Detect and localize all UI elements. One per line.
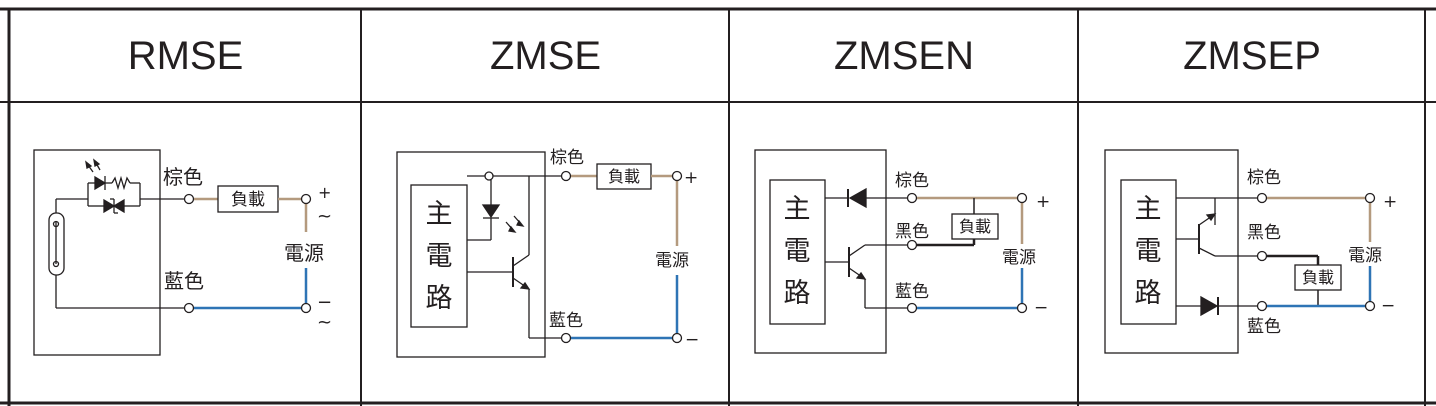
zmsen-main-char-1: 主 [784,194,811,225]
rmse-blue-label: 藍色 [164,269,204,293]
zmse-main-char-3: 路 [426,283,453,314]
rmse-circuit [33,149,186,356]
table-grid [0,7,1436,406]
zmsen-main-char-2: 電 [784,236,811,267]
zmsep-brown-label: 棕色 [1247,168,1281,188]
rmse-terminals [183,185,312,314]
rmse-power-label: 電源 [284,241,324,265]
zmsep-power-label: 電源 [1348,246,1382,266]
zmsep-diode-icon [1200,295,1219,317]
zmsep-black-label: 黑色 [1247,223,1281,243]
zmse-housing [396,151,546,358]
rmse-load-box [217,185,279,213]
zmse-main-circuit-box [410,184,468,328]
led-icon [94,175,107,191]
rmse-plus-label: + [318,183,331,202]
zmsep-main-circuit-box [1120,179,1177,325]
model-heading-zmsep: ZMSEP [1183,33,1321,78]
zmse-blue-label: 藍色 [549,311,583,331]
zmse-terminals [560,163,683,344]
rmse-housing [33,149,161,356]
zmsen-housing [754,149,887,354]
zmse-minus-label: − [685,330,699,350]
zmsep-load-label: 負載 [1302,268,1334,287]
zmsen-blue-label: 藍色 [895,282,929,302]
zmsep-main-char-1: 主 [1135,194,1162,225]
zmsen-load-label: 負載 [959,217,991,236]
zmsen-black-label: 黑色 [895,222,929,242]
model-heading-rmse: RMSE [127,33,244,78]
zmsen-main-char-3: 路 [784,278,811,309]
model-heading-zmsen: ZMSEN [834,33,974,78]
rmse-ac-top: ~ [317,206,332,227]
zmsen-diode-icon [848,187,867,209]
rmse-minus-label: − [317,292,332,313]
zmsen-power-label: 電源 [1002,248,1036,268]
zmsen-terminals [906,192,1028,314]
zmsep-main-char-3: 路 [1135,278,1162,309]
rmse-load-label: 負載 [231,190,265,210]
zmsep-blue-label: 藍色 [1247,317,1281,337]
zmsep-circuit [1104,149,1258,354]
zmsep-terminals [1256,192,1376,312]
zmsep-main-char-2: 電 [1135,236,1162,267]
zmse-circuit [396,151,561,358]
zmsen-circuit [754,149,908,354]
zmse-led-icon [481,204,501,219]
zener-diode-icon [103,198,116,214]
zmsep-minus-label: − [1381,296,1395,316]
zmsen-brown-label: 棕色 [895,171,929,191]
zmsep-housing [1104,149,1239,354]
zmse-main-char-1: 主 [426,199,453,230]
rmse-ac-bottom: ~ [317,312,332,333]
zmsen-minus-label: − [1034,298,1048,318]
zmse-brown-label: 棕色 [550,148,584,168]
model-heading-zmse: ZMSE [489,33,602,78]
zmsen-main-circuit-box [769,179,826,325]
resistor-icon [111,175,131,191]
zmsep-plus-label: + [1383,192,1397,212]
zmse-load-label: 負載 [608,167,640,186]
zmse-power-label: 電源 [655,251,689,271]
zmse-plus-label: + [684,168,698,188]
zmsen-plus-label: + [1036,192,1050,212]
zmsep-load-box [1294,264,1342,291]
zmse-main-char-2: 電 [426,241,453,272]
rmse-brown-label: 棕色 [163,165,203,189]
